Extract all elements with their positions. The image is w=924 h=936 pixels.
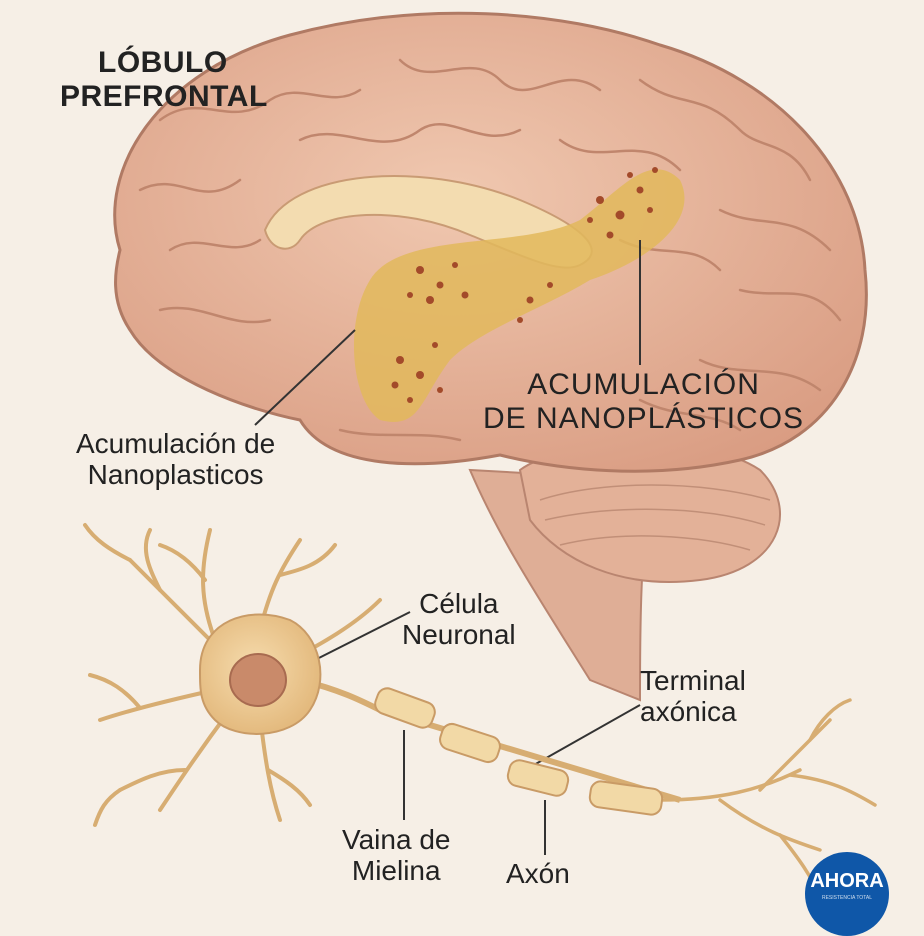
logo-text: AHORA xyxy=(810,870,884,892)
label-neuron-cell: Célula Neuronal xyxy=(402,588,516,651)
label-terminal-line2: axónica xyxy=(640,696,737,728)
label-myelin-line1: Vaina de xyxy=(342,824,451,855)
nanoplastic-particles xyxy=(391,167,658,403)
label-myelin-sheath: Vaina de Mielina xyxy=(342,824,450,887)
label-accum-left-line1: Acumulación de xyxy=(76,428,276,459)
label-prefrontal-lobe: LÓBULO PREFRONTAL xyxy=(60,46,268,113)
nanoplastic-deposit xyxy=(353,169,685,422)
label-accumulation-right: ACUMULACIÓN DE NANOPLÁSTICOS xyxy=(483,368,804,435)
label-myelin-line2: Mielina xyxy=(351,855,441,887)
label-prefrontal-line1: LÓBULO xyxy=(98,46,228,79)
label-axon: Axón xyxy=(506,858,570,889)
neuron-nucleus xyxy=(229,653,287,707)
myelin-segments xyxy=(374,687,664,816)
label-neuron-line1: Célula xyxy=(419,588,499,619)
brand-logo: AHORA RESISTENCIA TOTAL xyxy=(805,852,889,936)
label-prefrontal-line2: PREFRONTAL xyxy=(60,79,268,113)
label-neuron-line2: Neuronal xyxy=(402,619,516,651)
label-accum-left-line2: Nanoplasticos xyxy=(87,459,264,491)
logo-subtext: RESISTENCIA TOTAL xyxy=(821,895,872,901)
label-terminal-line1: Terminal xyxy=(640,665,746,696)
label-accum-right-line1: ACUMULACIÓN xyxy=(527,368,760,401)
label-accumulation-left: Acumulación de Nanoplasticos xyxy=(76,428,275,491)
label-accum-right-line2: DE NANOPLÁSTICOS xyxy=(483,401,805,435)
label-axon-terminal: Terminal axónica xyxy=(640,665,746,728)
